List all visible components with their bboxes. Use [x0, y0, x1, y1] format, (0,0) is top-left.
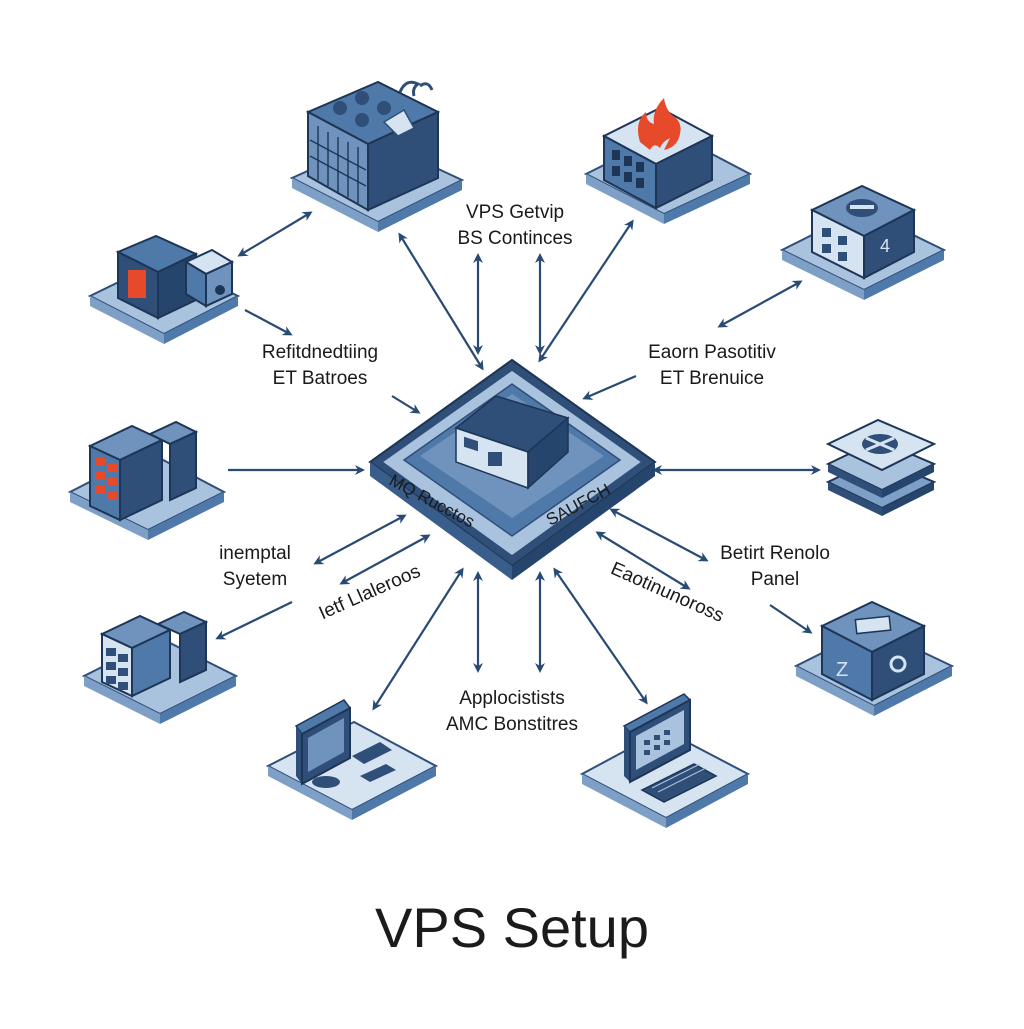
label-top-center: VPS Getvip BS Continces	[430, 200, 600, 252]
backup-storage-icon	[67, 420, 227, 540]
label-upper-right-line1: Eaorn Pasotitiv	[648, 342, 776, 363]
label-mid-left-line1: inemptal	[219, 543, 291, 564]
label-mid-left-line2: Syetem	[222, 569, 288, 590]
arrow-upper-right-2	[582, 374, 637, 400]
label-upper-right-line2: ET Brenuice	[659, 368, 765, 389]
label-upper-right: Eaorn Pasotitiv ET Brenuice	[622, 340, 802, 392]
vps-core-icon	[368, 358, 657, 580]
label-bottom-center-line2: AMC Bonstitres	[446, 714, 578, 735]
label-mid-right: Betirt Renolo Panel	[700, 541, 850, 593]
diagram-title: VPS Setup	[375, 896, 649, 959]
arrow-top-4	[538, 219, 634, 363]
arrow-lower-left	[215, 601, 293, 640]
label-upper-left: Refitdnedtiing ET Batroes	[230, 340, 410, 392]
svg-text:4: 4	[880, 236, 890, 256]
file-server-icon	[81, 610, 239, 724]
arrow-upper-left	[244, 309, 293, 336]
label-bottom-center: Applocistists AMC Bonstitres	[422, 686, 602, 738]
workstation-icon	[579, 693, 751, 828]
arrow-right-diag	[609, 508, 709, 562]
arrow-top-1	[398, 232, 484, 371]
connector-arrows	[215, 211, 821, 711]
server-rack-icon	[289, 80, 465, 232]
svg-text:Z: Z	[836, 659, 848, 681]
database-stack-icon	[825, 418, 937, 516]
label-top-center-line2: BS Continces	[457, 228, 573, 249]
security-box-icon	[87, 234, 241, 344]
arrow-upper-left-2	[391, 395, 421, 414]
arrow-top-server	[237, 211, 313, 257]
label-upper-left-line2: ET Batroes	[272, 368, 368, 389]
label-top-center-line1: VPS Getvip	[465, 202, 565, 223]
firewall-server-icon	[583, 98, 753, 224]
arrow-lower-right	[769, 604, 813, 634]
dashboard-icon: 4	[779, 184, 947, 300]
label-mid-right-line1: Betirt Renolo	[720, 543, 830, 564]
label-bottom-center-line1: Applocistists	[459, 688, 565, 709]
control-panel-icon: Z	[793, 600, 955, 716]
label-mid-right-line2: Panel	[750, 569, 800, 590]
arrow-right-diag-2	[595, 531, 691, 590]
arrow-bottom-4	[553, 567, 648, 705]
monitor-icon	[265, 699, 439, 820]
arrow-left-diag-2	[339, 534, 431, 585]
arrow-upper-right	[717, 280, 803, 328]
label-mid-left: inemptal Syetem	[190, 541, 320, 593]
label-upper-left-line1: Refitdnedtiing	[261, 342, 379, 363]
arrow-bottom-1	[372, 567, 464, 711]
